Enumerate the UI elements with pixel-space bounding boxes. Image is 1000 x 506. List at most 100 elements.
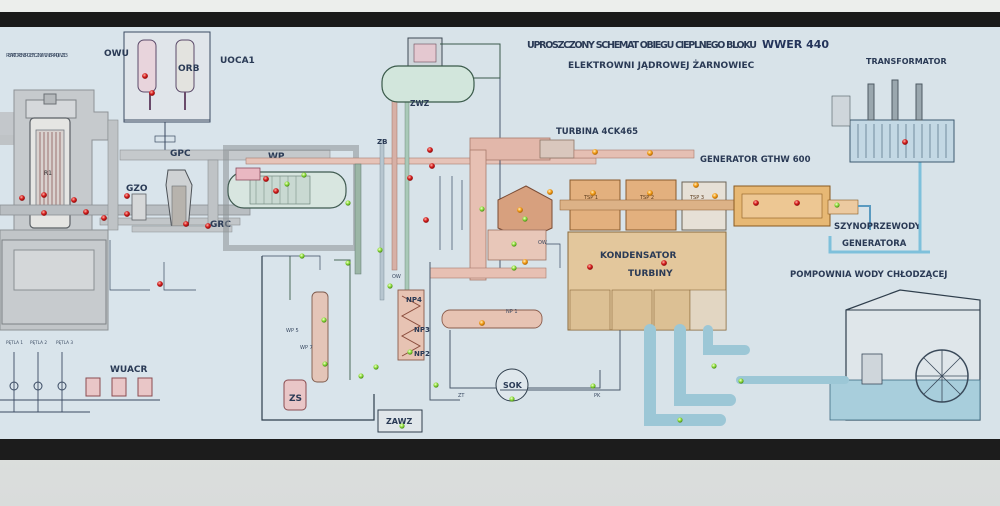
green-indicator-lamp: [433, 382, 439, 388]
red-indicator-lamp: [273, 188, 279, 194]
turbine-assembly: TURBINA 4CK465 TSP 1 TSP 2 TSP 3: [429, 127, 741, 281]
green-indicator-lamp: [321, 317, 327, 323]
red-indicator-lamp: [71, 197, 77, 203]
green-indicator-lamp: [387, 283, 393, 289]
label-zs: ZS: [289, 394, 302, 404]
red-indicator-lamp: [423, 217, 429, 223]
indicator-lamps: [19, 73, 908, 429]
red-indicator-lamp: [587, 264, 593, 270]
label-transformer: TRANSFORMATOR: [866, 57, 947, 66]
red-indicator-lamp: [101, 215, 107, 221]
green-indicator-lamp: [284, 181, 290, 187]
board-frame-top: [0, 12, 1000, 28]
orange-indicator-lamp: [547, 189, 553, 195]
green-indicator-lamp: [479, 206, 485, 212]
orange-indicator-lamp: [712, 193, 718, 199]
feedwater-system: NP4 NP3 NP2 NP 1 SOK ZT PK: [397, 262, 621, 402]
label-sok: SOK: [503, 381, 523, 390]
orange-indicator-lamp: [693, 182, 699, 188]
green-indicator-lamp: [522, 216, 528, 222]
title-line1: UPROSZCZONY SCHEMAT OBIEGU CIEPLNEGO BLO…: [527, 40, 757, 51]
label-np2: NP2: [414, 350, 430, 358]
green-indicator-lamp: [407, 349, 413, 355]
red-indicator-lamp: [124, 193, 130, 199]
red-indicator-lamp: [19, 195, 25, 201]
green-indicator-lamp: [358, 373, 364, 379]
green-indicator-lamp: [590, 383, 596, 389]
green-indicator-lamp: [299, 253, 305, 259]
label-tsp3: TSP 3: [689, 195, 704, 201]
green-indicator-lamp: [399, 423, 405, 429]
control-lines: [109, 176, 561, 291]
label-zwz: ZWZ: [410, 99, 430, 108]
reactor-building: R1: [0, 89, 251, 331]
label-wp5: WP 5: [286, 328, 299, 334]
label-zb: ZB: [377, 138, 387, 146]
label-orb: ORB: [178, 64, 200, 74]
label-gpc: GPC: [170, 149, 191, 159]
green-indicator-lamp: [322, 361, 328, 367]
orange-indicator-lamp: [517, 207, 523, 213]
green-indicator-lamp: [511, 265, 517, 271]
label-petla1: PĘTLA 1: [6, 340, 23, 345]
label-ow2: OW: [538, 240, 547, 246]
green-indicator-lamp: [511, 241, 517, 247]
red-indicator-lamp: [661, 260, 667, 266]
red-indicator-lamp: [902, 139, 908, 145]
label-pk: PK: [594, 393, 601, 399]
cooling-water-pipes: [644, 324, 849, 426]
label-busbars-2: GENERATORA: [842, 239, 907, 249]
label-grc: GRC: [210, 220, 231, 230]
red-indicator-lamp: [124, 211, 130, 217]
red-indicator-lamp: [83, 209, 89, 215]
pump-station: POMPOWNIA WODY CHŁODZĄCEJ: [790, 270, 981, 421]
uoca1-assembly: OWU ORB UOCA1: [104, 31, 255, 160]
label-busbars-1: SZYNOPRZEWODY: [834, 222, 922, 232]
red-indicator-lamp: [794, 200, 800, 206]
red-indicator-lamp: [429, 163, 435, 169]
title-line2: ELEKTROWNI JĄDROWEJ ŻARNOWIEC: [568, 60, 755, 71]
label-wp7: WP 7: [300, 345, 313, 351]
reactor-vessel-mark: R1: [44, 170, 52, 177]
red-indicator-lamp: [753, 200, 759, 206]
green-indicator-lamp: [345, 260, 351, 266]
label-wp: WP: [268, 152, 285, 162]
green-indicator-lamp: [834, 202, 840, 208]
red-indicator-lamp: [41, 192, 47, 198]
red-indicator-lamp: [142, 73, 148, 79]
green-indicator-lamp: [377, 247, 383, 253]
red-indicator-lamp: [427, 147, 433, 153]
red-indicator-lamp: [407, 175, 413, 181]
orange-indicator-lamp: [522, 259, 528, 265]
orange-indicator-lamp: [592, 149, 598, 155]
orange-indicator-lamp: [479, 320, 485, 326]
orange-indicator-lamp: [647, 190, 653, 196]
title-brand: WWER 440: [762, 38, 829, 51]
red-indicator-lamp: [183, 221, 189, 227]
label-condenser-1: KONDENSATOR: [600, 251, 676, 261]
label-ow: OW: [392, 274, 401, 280]
green-indicator-lamp: [345, 200, 351, 206]
red-indicator-lamp: [157, 281, 163, 287]
green-indicator-lamp: [738, 378, 744, 384]
label-np3: NP3: [414, 326, 430, 334]
orange-indicator-lamp: [647, 150, 653, 156]
condenser: KONDENSATOR TURBINY: [567, 231, 727, 331]
label-generator: GENERATOR GTHW 600: [700, 155, 811, 165]
label-pump-station: POMPOWNIA WODY CHŁODZĄCEJ: [790, 270, 947, 280]
label-owu: OWU: [104, 49, 129, 59]
label-petla2: PĘTLA 2: [30, 340, 47, 345]
green-indicator-lamp: [301, 172, 307, 178]
deaerator-zs: ZS WP 7 WP 5 ZAWZ OW OW: [261, 240, 547, 433]
label-turbine: TURBINA 4CK465: [556, 127, 638, 137]
label-uoca1: UOCA1: [220, 56, 255, 66]
reactor-label: REAKTOR ENERGETYCZNY WWER 440/W213: [6, 53, 69, 59]
label-zt: ZT: [458, 393, 465, 399]
label-zawz: ZAWZ: [386, 417, 412, 426]
green-indicator-lamp: [677, 417, 683, 423]
green-indicator-lamp: [373, 364, 379, 370]
red-indicator-lamp: [263, 176, 269, 182]
green-indicator-lamp: [509, 396, 515, 402]
board-frame-bottom: [0, 438, 1000, 460]
